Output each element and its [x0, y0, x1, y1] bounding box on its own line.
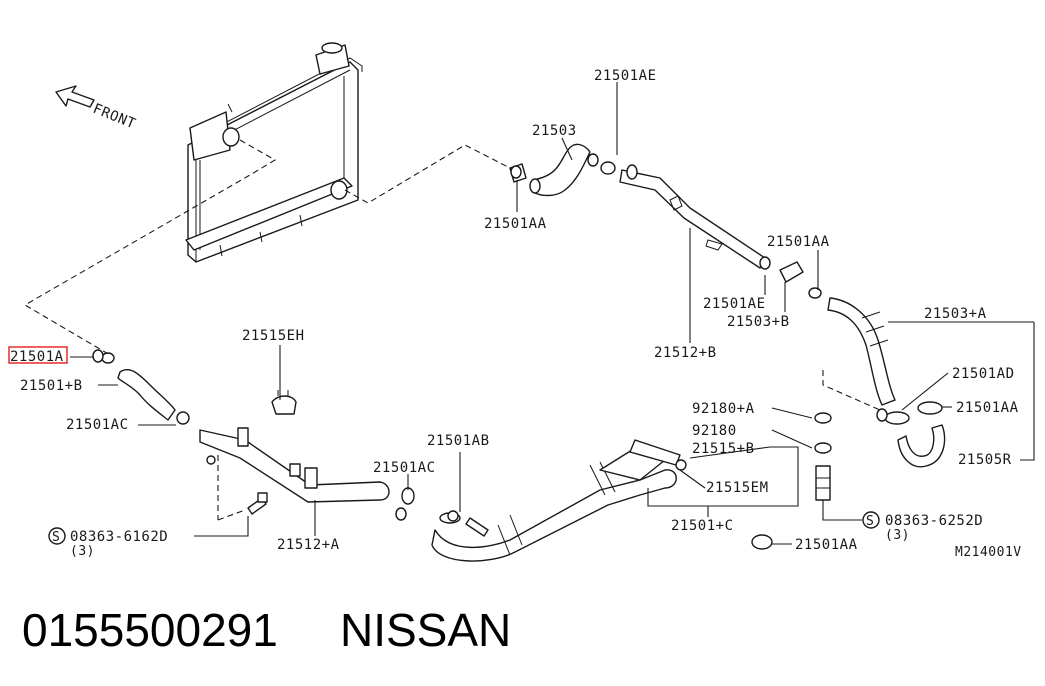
clamp-icon — [176, 411, 190, 425]
clamp-icon — [876, 408, 888, 422]
lower-hose-21501C — [431, 439, 681, 562]
screw-symbol-b: S — [866, 514, 874, 529]
label-bolt-08363-6252D: 08363-6252D — [885, 513, 983, 529]
clip-21515EH-icon — [271, 390, 297, 415]
screw-symbol-icon — [862, 511, 880, 529]
label-bolt-08363-6162D: 08363-6162D — [70, 529, 168, 545]
label-21501AC-b: 21501AC — [373, 460, 436, 476]
clamp-icon — [395, 507, 407, 521]
footer-brand: NISSAN — [340, 604, 511, 656]
clamp-icon — [675, 459, 687, 471]
label-21501AC-a: 21501AC — [66, 417, 129, 433]
clamp-icon — [751, 534, 773, 550]
clamp-icon — [510, 165, 522, 179]
hose-21505R — [884, 401, 946, 468]
label-21515EM: 21515EM — [706, 480, 769, 496]
label-21515B: 21515+B — [692, 441, 755, 457]
short-hose-21503B — [759, 256, 822, 299]
label-21501AE-top: 21501AE — [594, 68, 657, 84]
screw-symbol-a: S — [52, 530, 60, 545]
clamp-icon — [587, 153, 599, 167]
label-21505R: 21505R — [958, 452, 1012, 468]
front-label: FRONT — [91, 101, 138, 133]
label-21501AA-b: 21501AA — [767, 234, 830, 250]
highlight-box — [8, 346, 68, 364]
clamp-icon — [447, 510, 459, 522]
label-21501A-highlighted: 21501A — [10, 349, 64, 365]
label-21501AB: 21501AB — [427, 433, 490, 449]
label-21501C: 21501+C — [671, 518, 734, 534]
bleeder-92180-icon — [814, 412, 832, 501]
label-21503A: 21503+A — [924, 306, 987, 322]
clamp-icon — [92, 349, 104, 363]
hose-21503A — [827, 297, 896, 406]
label-21501B: 21501+B — [20, 378, 83, 394]
label-21512B: 21512+B — [654, 345, 717, 361]
lower-hose-21501B — [101, 352, 176, 421]
label-21501AA-a: 21501AA — [484, 216, 547, 232]
label-bolt-b-qty: (3) — [885, 528, 910, 543]
label-21501AD: 21501AD — [952, 366, 1015, 382]
label-21501AA-d: 21501AA — [795, 537, 858, 553]
label-21501AE-mid: 21501AE — [703, 296, 766, 312]
label-21503: 21503 — [532, 123, 577, 139]
radiator-illustration — [185, 42, 363, 263]
diagram-ref-code: M214001V — [955, 545, 1022, 560]
label-21501AA-c: 21501AA — [956, 400, 1019, 416]
label-21512A: 21512+A — [277, 537, 340, 553]
bolt-08363-6162D-icon — [247, 492, 268, 515]
footer-part-number: 0155500291 — [22, 604, 278, 656]
label-21503B: 21503+B — [727, 314, 790, 330]
label-92180: 92180 — [692, 423, 737, 439]
pipe-21512B — [600, 161, 766, 269]
screw-symbol-icon — [48, 527, 66, 545]
label-bolt-a-qty: (3) — [70, 544, 95, 559]
label-92180A: 92180+A — [692, 401, 755, 417]
upper-hose-21503 — [509, 143, 591, 197]
label-21515EH: 21515EH — [242, 328, 305, 344]
front-arrow-icon — [55, 85, 95, 108]
